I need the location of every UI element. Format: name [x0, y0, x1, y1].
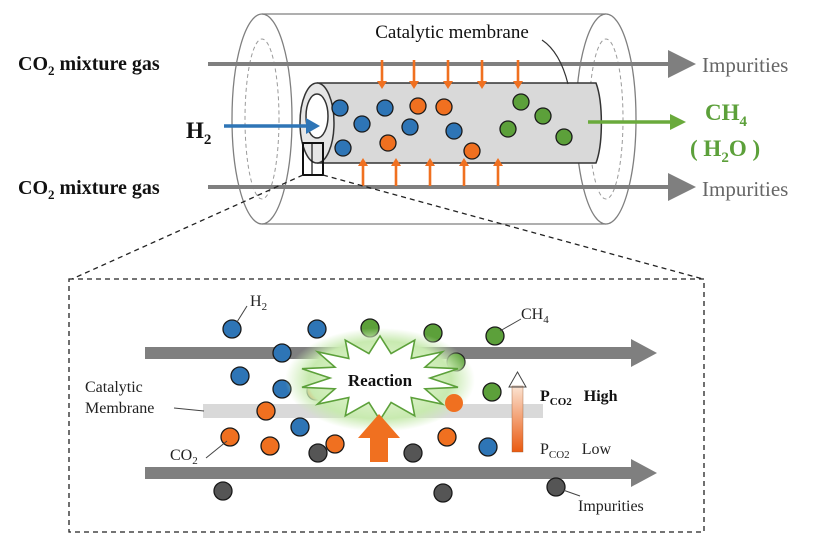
detail-co2-label: CO2	[170, 447, 198, 467]
ch4-product-arrow	[588, 114, 686, 130]
co2-upward-arrow	[358, 414, 400, 462]
co2-permeation-arrows	[358, 60, 523, 186]
co2-molecule	[325, 434, 345, 454]
h2o-product-label: ( H2O )	[690, 136, 760, 166]
h2-molecule	[445, 122, 463, 140]
h2-molecule	[353, 115, 371, 133]
detail-molecules-front	[445, 382, 502, 412]
co2-molecule	[256, 401, 276, 421]
tube-molecules	[331, 93, 573, 160]
ch4-molecule	[555, 128, 573, 146]
reaction-label: Reaction	[348, 371, 413, 390]
impurity-molecule	[403, 443, 423, 463]
outlet-top-label: Impurities	[702, 53, 788, 77]
reaction-burst: Reaction	[285, 328, 475, 432]
ch4-molecule	[499, 120, 517, 138]
permeation-arrow	[513, 60, 523, 89]
membrane-leader-line	[541, 39, 569, 85]
co2-molecule	[260, 436, 280, 456]
detail-impurities-label: Impurities	[578, 498, 644, 515]
h2-molecule	[222, 319, 242, 339]
outlet-bottom-label: Impurities	[702, 177, 788, 201]
ch4-molecule	[534, 107, 552, 125]
impurity-molecule	[546, 477, 566, 497]
permeation-arrow	[459, 158, 469, 186]
co2-molecule	[379, 134, 397, 152]
ch4-product-label: CH4	[705, 100, 748, 130]
h2-molecule	[307, 319, 327, 339]
h2-molecule	[376, 99, 394, 117]
co2-molecule	[445, 394, 463, 412]
co2-molecule	[409, 97, 427, 115]
detail-flow-arrow-bottom	[145, 459, 657, 487]
pressure-gradient-arrow	[508, 370, 527, 453]
detail-h2-label: H2	[250, 293, 267, 313]
h2-molecule	[401, 118, 419, 136]
zoom-callout-lines	[71, 174, 704, 280]
inlet-bottom-label: CO2 mixture gas	[18, 177, 160, 202]
permeation-arrow	[409, 60, 419, 89]
detail-membrane-label-line1: Catalytic	[85, 379, 143, 396]
permeation-arrow	[493, 158, 503, 186]
permeation-arrow	[477, 60, 487, 89]
impurity-molecule	[213, 481, 233, 501]
detail-ch4-label: CH4	[521, 306, 549, 326]
h2-molecule	[334, 139, 352, 157]
h2-molecule	[478, 437, 498, 457]
permeation-arrow	[377, 60, 387, 89]
impurity-molecule	[308, 443, 328, 463]
co2-molecule	[463, 142, 481, 160]
permeation-arrow	[443, 60, 453, 89]
permeation-arrow	[391, 158, 401, 186]
detail-panel-frame	[68, 278, 705, 533]
ch4-molecule	[485, 326, 505, 346]
impurity-molecule	[433, 483, 453, 503]
h2-molecule	[331, 99, 349, 117]
outer-cylinder	[231, 13, 637, 225]
h2-molecule	[272, 343, 292, 363]
co2-molecule	[435, 98, 453, 116]
co2-molecule	[437, 427, 457, 447]
ch4-molecule	[482, 382, 502, 402]
inlet-top-label: CO2 mixture gas	[18, 53, 160, 78]
detail-leader-lines	[173, 305, 581, 497]
permeation-arrow	[425, 158, 435, 186]
h2-feed-arrow	[224, 118, 320, 134]
h2-feed-label: H2	[186, 118, 211, 148]
permeation-arrow	[358, 158, 368, 186]
detail-membrane-label-line2: Membrane	[85, 400, 154, 417]
ch4-molecule	[512, 93, 530, 111]
co2-molecule	[220, 427, 240, 447]
membrane-label: Catalytic membrane	[375, 22, 529, 43]
h2-molecule	[230, 366, 250, 386]
h2-molecule	[290, 417, 310, 437]
